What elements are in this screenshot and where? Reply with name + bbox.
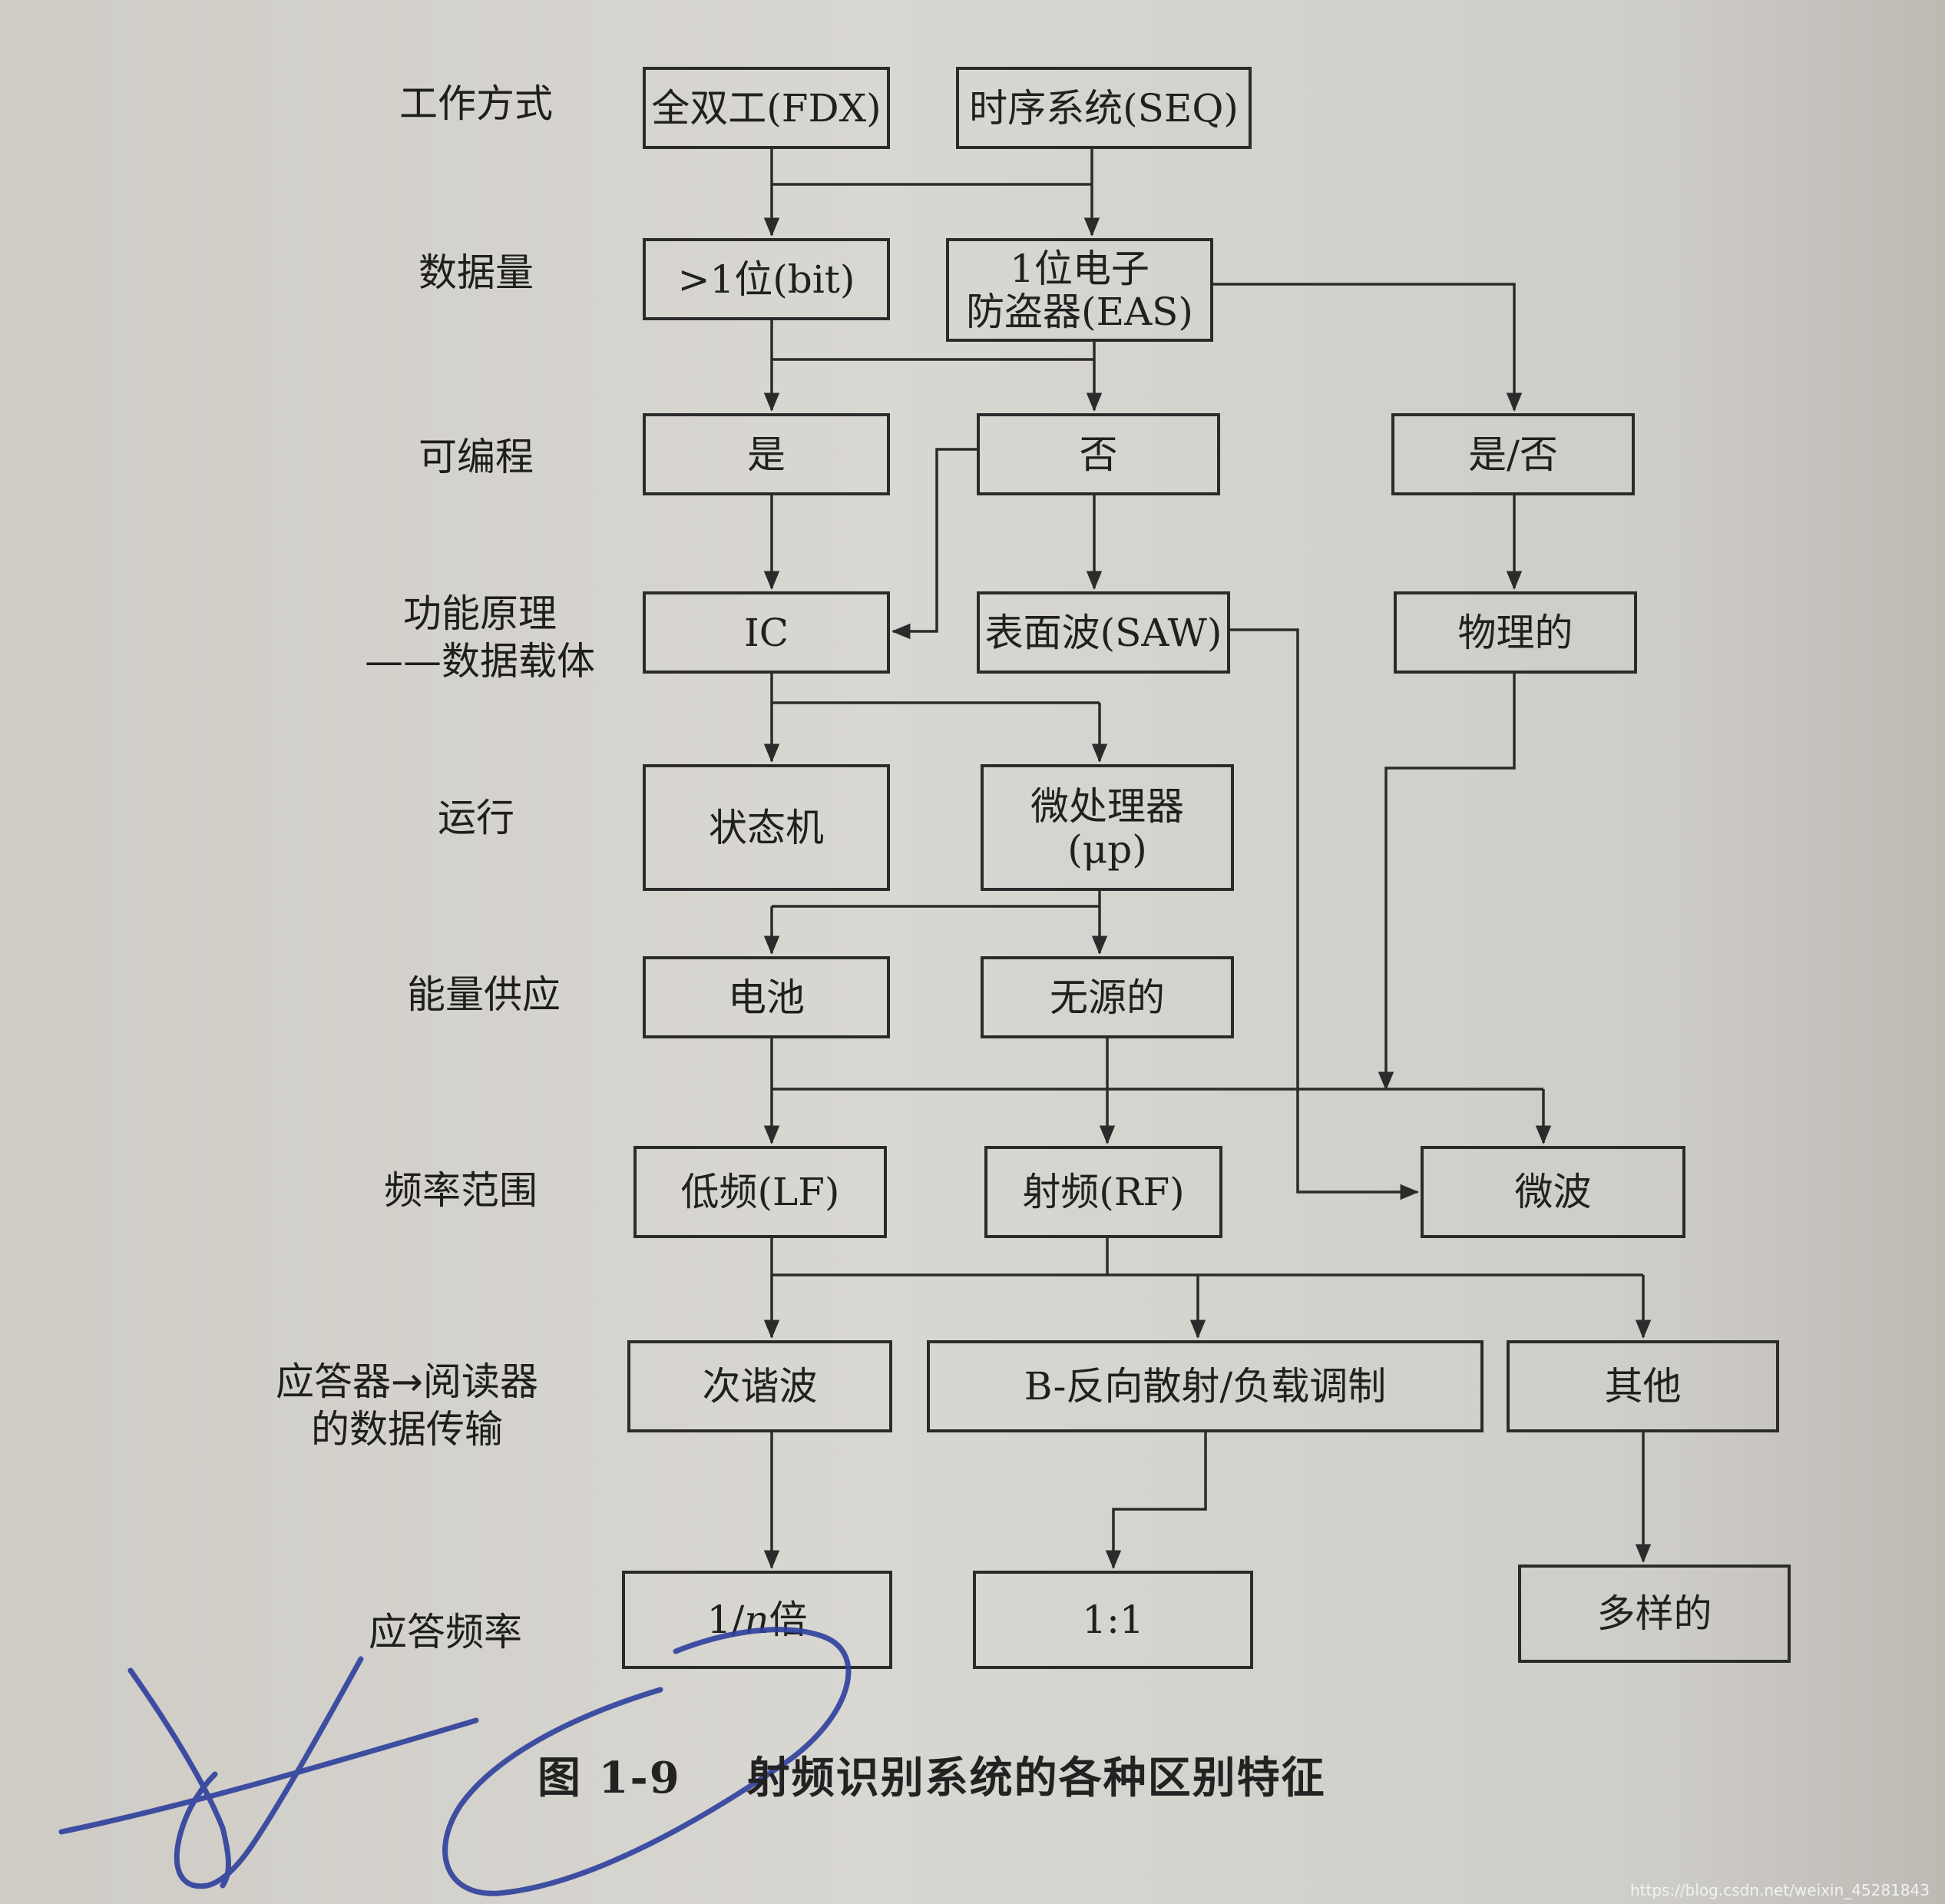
node-state-machine: 状态机 <box>643 764 890 891</box>
watermark-url: https://blog.csdn.net/weixin_45281843 <box>1629 1881 1930 1899</box>
arrow-physical-to-bus <box>1378 674 1516 1091</box>
node-subharmonic: 次谐波 <box>627 1340 892 1432</box>
row-label-power: 能量供应 <box>407 972 561 1017</box>
node-multibit: >1位(bit) <box>643 238 890 320</box>
node-other: 其他 <box>1507 1340 1779 1432</box>
node-rf: 射频(RF) <box>984 1146 1222 1238</box>
node-passive: 无源的 <box>981 956 1234 1038</box>
row-label-principle: 功能原理 ——数据载体 <box>365 591 595 684</box>
arrow-saw-to-microwave <box>1230 628 1420 1200</box>
row-label-response: 应答频率 <box>369 1609 522 1654</box>
row-label-operation: 运行 <box>438 795 514 840</box>
row-label-work-mode: 工作方式 <box>399 81 553 126</box>
row-label-programmable: 可编程 <box>418 434 534 479</box>
node-various: 多样的 <box>1518 1565 1791 1663</box>
node-battery: 电池 <box>643 956 890 1038</box>
arrow-no-to-ic <box>891 448 977 640</box>
node-seq: 时序系统(SEQ) <box>956 67 1252 149</box>
arrow-eas-to-yesno <box>1213 283 1523 412</box>
arrow-to-one-to-one <box>1105 1432 1207 1570</box>
node-backscatter: B-反向散射/负载调制 <box>927 1340 1484 1432</box>
node-yes: 是 <box>643 413 890 495</box>
node-saw: 表面波(SAW) <box>977 591 1230 674</box>
node-no: 否 <box>977 413 1220 495</box>
node-one-to-one: 1:1 <box>973 1571 1253 1669</box>
node-lf: 低频(LF) <box>633 1146 887 1238</box>
node-physical: 物理的 <box>1394 591 1637 674</box>
figure-caption: 图 1-9 射频识别系统的各种区别特征 <box>538 1752 1326 1803</box>
node-microwave: 微波 <box>1421 1146 1685 1238</box>
node-eas: 1位电子 防盗器(EAS) <box>946 238 1213 342</box>
node-yesno: 是/否 <box>1391 413 1635 495</box>
node-fdx: 全双工(FDX) <box>643 67 890 149</box>
node-ic: IC <box>643 591 890 674</box>
row-label-transfer: 应答器→阅读器 的数据传输 <box>276 1359 538 1452</box>
row-label-data-amount: 数据量 <box>418 250 534 295</box>
row-label-frequency: 频率范围 <box>384 1167 538 1213</box>
node-microprocessor: 微处理器 (μp) <box>981 764 1234 891</box>
